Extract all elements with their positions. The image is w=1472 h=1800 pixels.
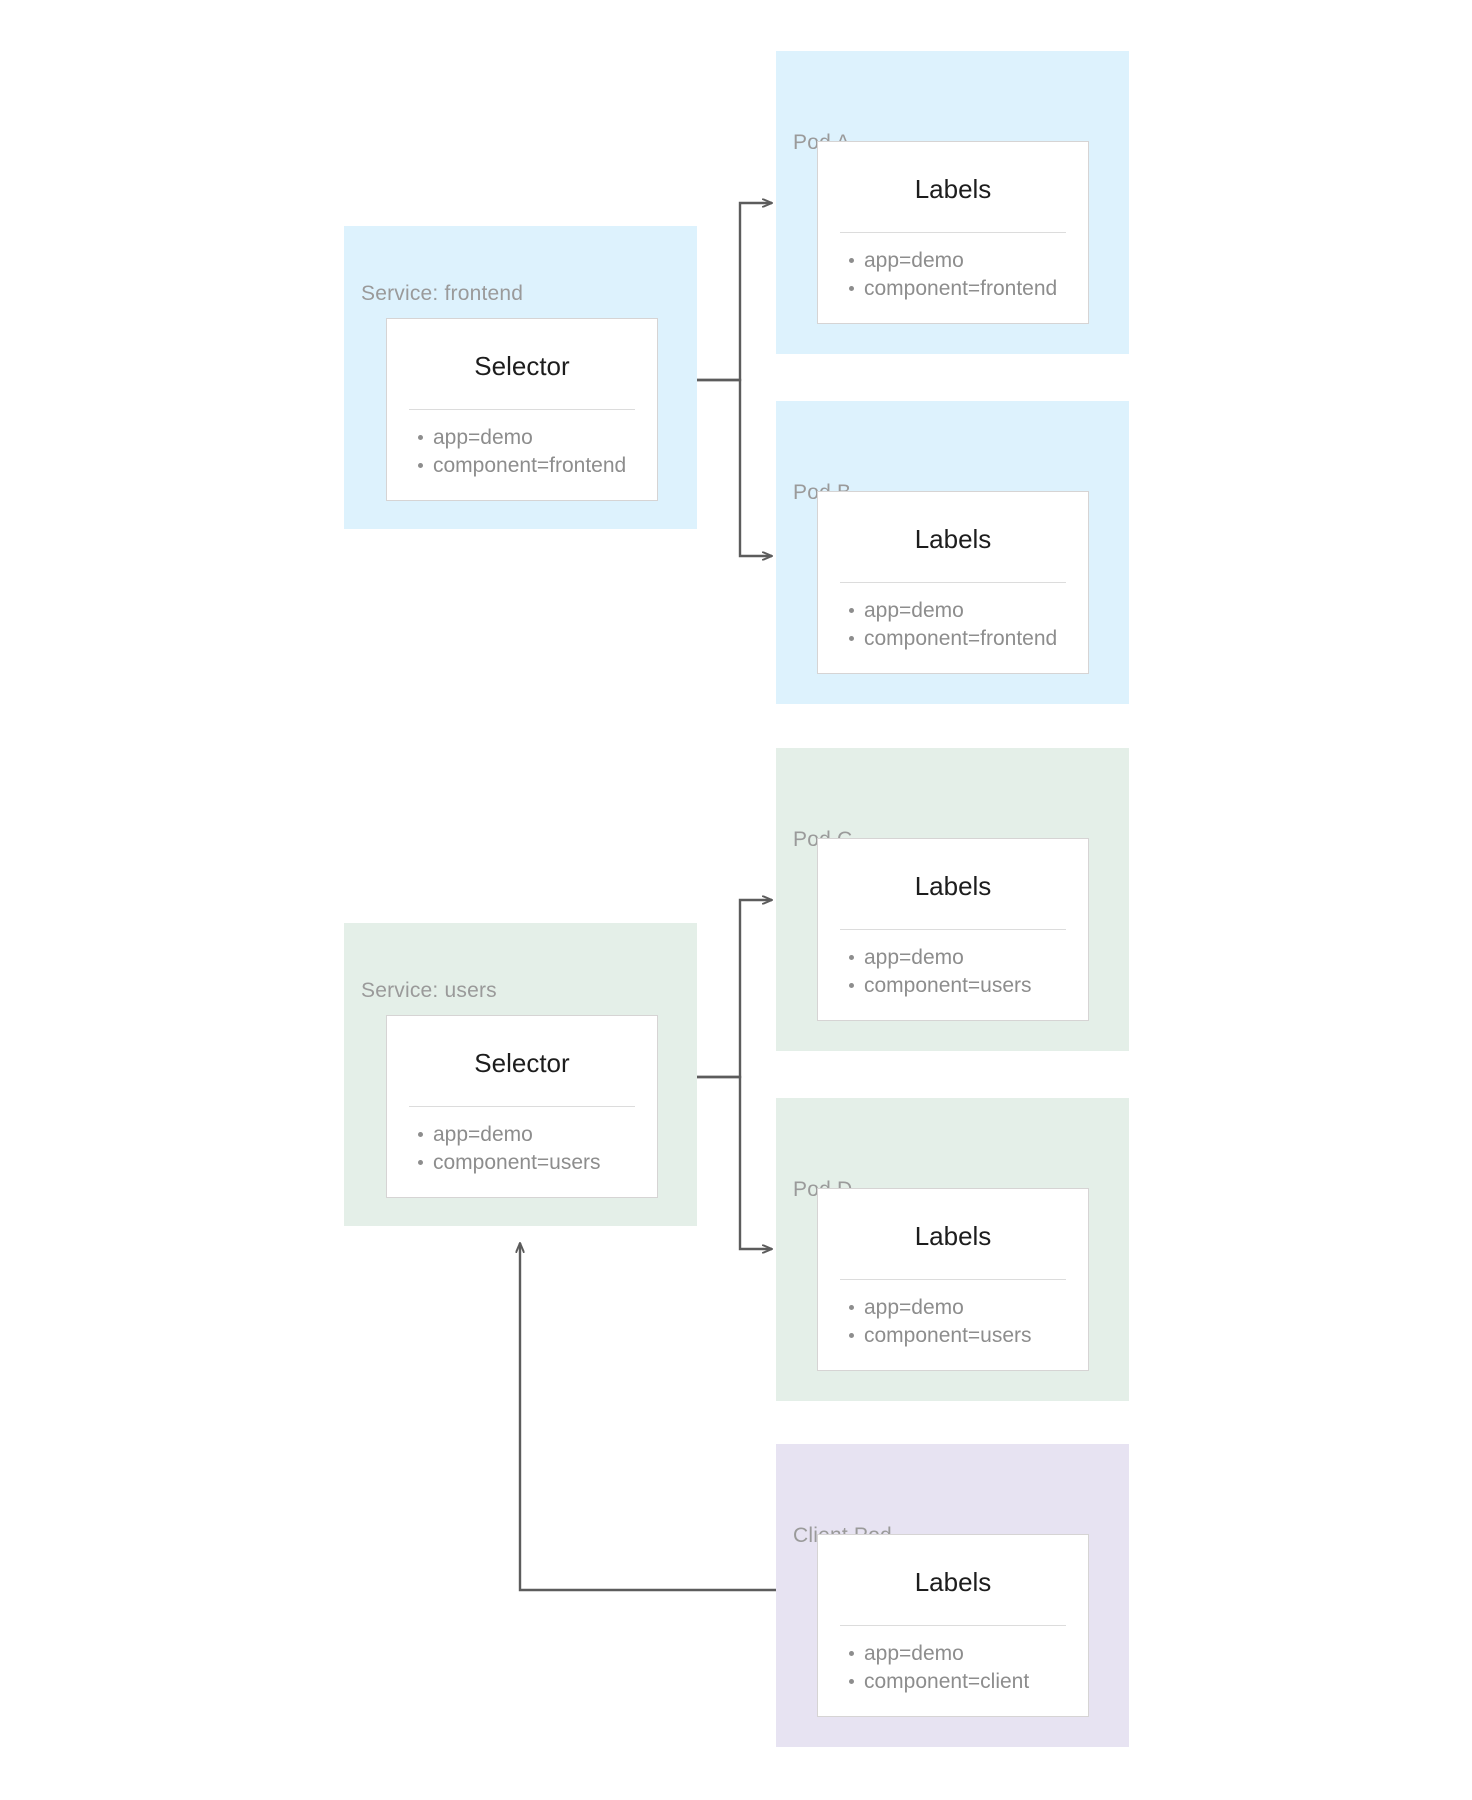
card-divider [409,1106,635,1107]
pod-label-item: app=demo [849,597,1088,625]
pod-c-labels-card[interactable]: Labels app=demo component=users [817,838,1089,1021]
selector-label-item: app=demo [418,424,657,452]
card-divider [840,232,1066,233]
pod-label-list: app=demo component=frontend [818,233,1088,303]
selector-card-heading: Selector [474,1048,570,1078]
selector-label-list: app=demo component=users [387,1107,657,1177]
pod-a-group[interactable]: Pod A Labels app=demo component=frontend [776,51,1129,354]
service-frontend-selector-card[interactable]: Selector app=demo component=frontend [386,318,658,501]
card-divider [840,582,1066,583]
service-users-group[interactable]: Service: users Selector app=demo compone… [344,923,697,1226]
pod-label-item: app=demo [849,1640,1088,1668]
selector-label-item: app=demo [418,1121,657,1149]
service-frontend-title: Service: frontend [361,282,524,305]
labels-card-heading: Labels [914,1567,992,1597]
selector-label-item: component=frontend [418,452,657,480]
labels-card-heading: Labels [914,524,992,554]
pod-c-group[interactable]: Pod C Labels app=demo component=users [776,748,1129,1051]
card-divider [840,1279,1066,1280]
labels-card-heading: Labels [914,174,992,204]
selector-label-list: app=demo component=frontend [387,410,657,480]
pod-label-item: component=users [849,972,1088,1000]
pod-b-group[interactable]: Pod B Labels app=demo component=frontend [776,401,1129,704]
pod-label-item: component=client [849,1668,1088,1696]
card-divider [840,1625,1066,1626]
selector-card-heading: Selector [474,351,570,381]
pod-label-item: component=frontend [849,625,1088,653]
edge-users-to-pod-c [697,900,772,1079]
pod-label-list: app=demo component=users [818,930,1088,1000]
pod-label-list: app=demo component=frontend [818,583,1088,653]
client-pod-labels-card[interactable]: Labels app=demo component=client [817,1534,1089,1717]
selector-label-item: component=users [418,1149,657,1177]
edge-frontend-to-pod-a [697,203,772,382]
pod-a-labels-card[interactable]: Labels app=demo component=frontend [817,141,1089,324]
labels-card-heading: Labels [914,1221,992,1251]
pod-d-group[interactable]: Pod D Labels app=demo component=users [776,1098,1129,1401]
service-frontend-group[interactable]: Service: frontend Selector app=demo comp… [344,226,697,529]
labels-card-heading: Labels [914,871,992,901]
pod-label-list: app=demo component=users [818,1280,1088,1350]
pod-label-item: component=users [849,1322,1088,1350]
pod-b-labels-card[interactable]: Labels app=demo component=frontend [817,491,1089,674]
edge-client-pod-to-users-service [520,1243,776,1592]
pod-label-item: app=demo [849,944,1088,972]
service-users-title: Service: users [361,979,497,1002]
card-divider [840,929,1066,930]
card-divider [409,409,635,410]
pod-label-item: app=demo [849,247,1088,275]
pod-label-item: app=demo [849,1294,1088,1322]
edge-users-to-pod-d [697,1075,772,1249]
pod-label-list: app=demo component=client [818,1626,1088,1696]
client-pod-group[interactable]: Client Pod Labels app=demo component=cli… [776,1444,1129,1747]
service-users-selector-card[interactable]: Selector app=demo component=users [386,1015,658,1198]
edge-frontend-to-pod-b [697,378,772,556]
pod-label-item: component=frontend [849,275,1088,303]
pod-d-labels-card[interactable]: Labels app=demo component=users [817,1188,1089,1371]
